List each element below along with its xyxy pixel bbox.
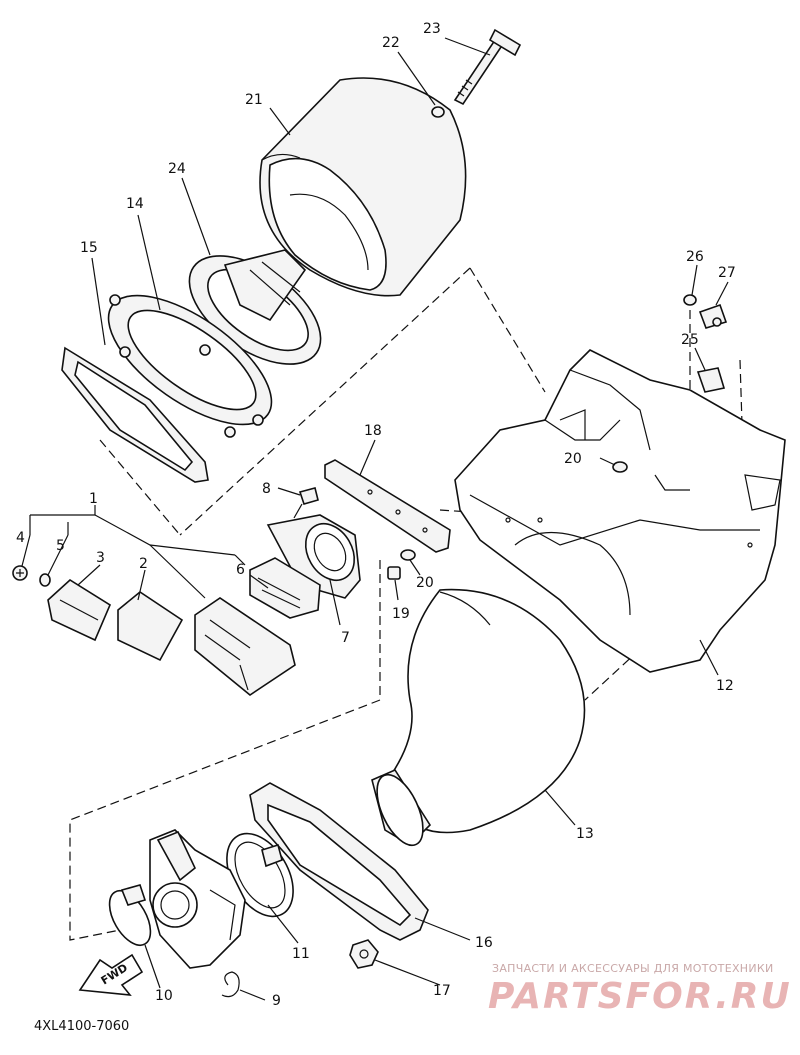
callout-25: 25 bbox=[681, 332, 699, 348]
filter-flange bbox=[107, 294, 273, 438]
air-filter-element bbox=[259, 77, 467, 297]
collar-19 bbox=[387, 566, 401, 580]
grommet-20-lower bbox=[400, 549, 416, 561]
callout-12: 12 bbox=[716, 678, 734, 694]
air-box bbox=[454, 349, 786, 673]
filter-guide bbox=[188, 249, 322, 365]
callout-18: 18 bbox=[364, 423, 382, 439]
callout-17: 17 bbox=[433, 983, 451, 999]
callout-27: 27 bbox=[718, 265, 736, 281]
screw-4 bbox=[12, 565, 28, 581]
nut-17 bbox=[349, 939, 379, 969]
callout-26: 26 bbox=[686, 249, 704, 265]
clip-nut bbox=[696, 367, 726, 393]
reed-petal-2 bbox=[117, 591, 184, 662]
watermark: ЗАПЧАСТИ И АКСЕССУАРЫ ДЛЯ МОТОТЕХНИКИ PA… bbox=[488, 962, 792, 1017]
intake-joint bbox=[266, 514, 361, 599]
callout-7: 7 bbox=[341, 630, 350, 646]
callout-20-upper: 20 bbox=[564, 451, 582, 467]
callout-4: 4 bbox=[16, 530, 25, 546]
callout-23: 23 bbox=[423, 21, 441, 37]
clamp-10 bbox=[108, 884, 152, 946]
bolt-8 bbox=[293, 487, 319, 519]
filter-bolt bbox=[453, 28, 522, 106]
washer-5 bbox=[39, 573, 51, 587]
carburetor bbox=[149, 829, 246, 969]
callout-20-lower: 20 bbox=[416, 575, 434, 591]
fwd-arrow-icon: FWD bbox=[78, 953, 144, 996]
reed-assembly bbox=[194, 597, 296, 696]
callout-22: 22 bbox=[382, 35, 400, 51]
mount-plate bbox=[324, 459, 451, 553]
callout-21: 21 bbox=[245, 92, 263, 108]
callout-24: 24 bbox=[168, 161, 186, 177]
callout-3: 3 bbox=[96, 550, 105, 566]
callout-16: 16 bbox=[475, 935, 493, 951]
washer-26 bbox=[683, 294, 697, 306]
callout-6: 6 bbox=[236, 562, 245, 578]
reed-stopper-3 bbox=[47, 579, 112, 642]
reed-valve bbox=[249, 557, 321, 619]
callout-5: 5 bbox=[56, 538, 65, 554]
clip-9 bbox=[221, 971, 240, 998]
callout-10: 10 bbox=[155, 988, 173, 1004]
flange-gasket bbox=[61, 346, 209, 483]
callout-14: 14 bbox=[126, 196, 144, 212]
callout-1: 1 bbox=[89, 491, 98, 507]
callout-11: 11 bbox=[292, 946, 310, 962]
callout-13: 13 bbox=[576, 826, 594, 842]
boot-gasket bbox=[249, 782, 429, 941]
grommet-20-upper bbox=[612, 461, 628, 473]
bolt-27 bbox=[698, 303, 728, 329]
callout-8: 8 bbox=[262, 481, 271, 497]
drawing-code: 4XL4100-7060 bbox=[34, 1019, 129, 1034]
callout-2: 2 bbox=[139, 556, 148, 572]
filter-washer bbox=[431, 106, 445, 118]
callout-19: 19 bbox=[392, 606, 410, 622]
watermark-tagline: ЗАПЧАСТИ И АКСЕССУАРЫ ДЛЯ МОТОТЕХНИКИ bbox=[492, 962, 774, 975]
callout-15: 15 bbox=[80, 240, 98, 256]
watermark-brand: PARTSFOR.RU bbox=[488, 976, 792, 1017]
intake-boot bbox=[371, 588, 586, 847]
callout-numbers: 1 2 3 4 5 6 7 8 9 10 11 12 13 14 15 16 1… bbox=[16, 21, 736, 1009]
leader-lines bbox=[21, 37, 729, 1001]
callout-9: 9 bbox=[272, 993, 281, 1009]
